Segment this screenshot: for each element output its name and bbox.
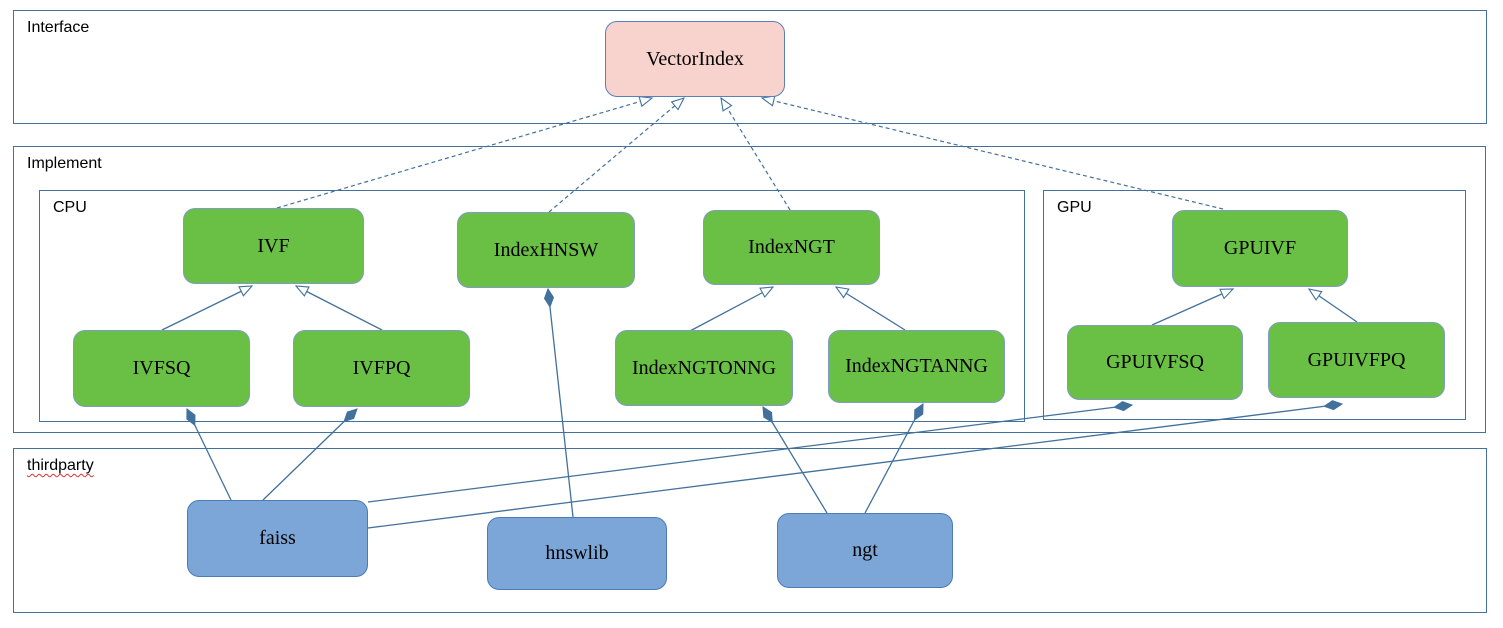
node-ivfpq: IVFPQ: [293, 330, 470, 407]
interface-container-label: Interface: [27, 19, 90, 36]
node-gpuivfpq: GPUIVFPQ: [1268, 322, 1445, 398]
node-indexhnsw: IndexHNSW: [457, 212, 635, 288]
thirdparty-container-label: thirdparty: [27, 457, 94, 474]
node-gpuivfpq-label: GPUIVFPQ: [1307, 348, 1406, 371]
node-hnswlib: hnswlib: [487, 517, 667, 590]
gpu-container-label: GPU: [1057, 199, 1092, 216]
node-ivf: IVF: [183, 208, 364, 284]
node-ivfsq: IVFSQ: [73, 330, 250, 407]
node-ngt: ngt: [777, 513, 953, 588]
node-hnswlib-label: hnswlib: [545, 542, 609, 564]
node-indexngtonng-label: IndexNGTONNG: [631, 356, 777, 379]
node-gpuivfsq-label: GPUIVFSQ: [1106, 351, 1204, 373]
cpu-container-label: CPU: [53, 199, 87, 216]
node-ivf-label: IVF: [257, 234, 290, 257]
node-indexngt-label: IndexNGT: [748, 236, 835, 258]
implement-container-label: Implement: [27, 155, 102, 172]
node-faiss-label: faiss: [259, 527, 296, 549]
node-vectorindex: VectorIndex: [605, 21, 785, 97]
node-vectorindex-label: VectorIndex: [646, 47, 744, 70]
node-indexngt: IndexNGT: [703, 210, 880, 285]
node-indexngtanng-label: IndexNGTANNG: [845, 355, 988, 377]
node-ngt-label: ngt: [852, 539, 878, 561]
node-faiss: faiss: [187, 500, 368, 577]
node-gpuivf: GPUIVF: [1172, 210, 1348, 287]
node-ivfsq-label: IVFSQ: [132, 357, 191, 379]
node-gpuivfsq: GPUIVFSQ: [1067, 325, 1243, 400]
node-ivfpq-label: IVFPQ: [352, 357, 411, 379]
node-indexhnsw-label: IndexHNSW: [493, 238, 599, 261]
node-indexngtanng: IndexNGTANNG: [828, 330, 1005, 403]
node-gpuivf-label: GPUIVF: [1223, 237, 1297, 259]
node-indexngtonng: IndexNGTONNG: [615, 330, 793, 406]
